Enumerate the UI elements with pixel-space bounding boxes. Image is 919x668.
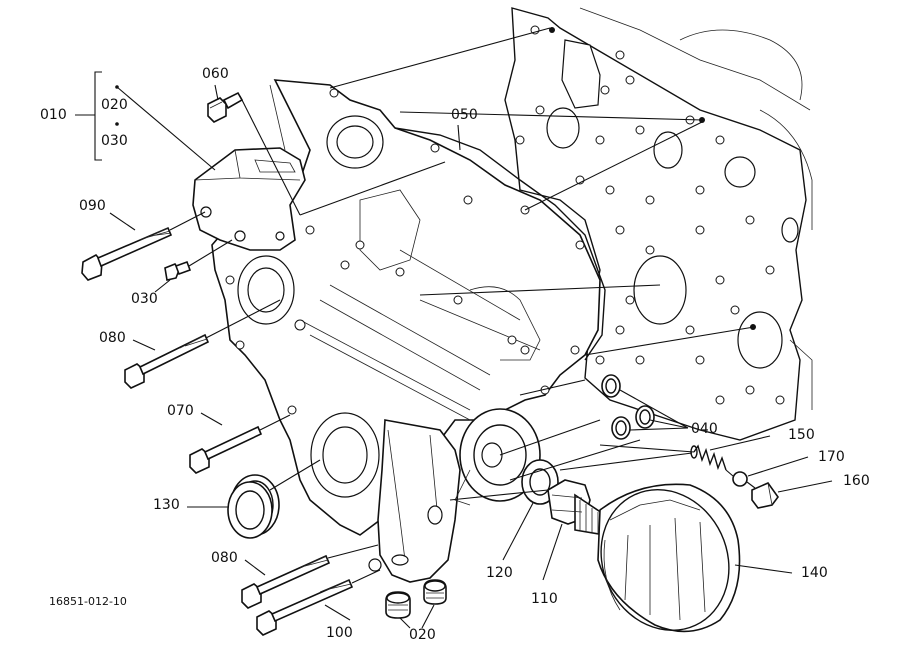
callout-070: 070 bbox=[167, 403, 194, 419]
callout-150: 150 bbox=[788, 427, 815, 443]
engine-block bbox=[504, 7, 813, 441]
callout-060: 060 bbox=[202, 66, 229, 82]
callout-080-upper: 080 bbox=[99, 330, 126, 346]
bolt-080-lower bbox=[241, 554, 331, 609]
bolt-090 bbox=[81, 226, 173, 281]
callout-030: 030 bbox=[131, 291, 158, 307]
callout-020-group: 020 bbox=[101, 97, 128, 113]
leader-lines bbox=[75, 27, 833, 629]
callout-010: 010 bbox=[40, 107, 67, 123]
callout-050: 050 bbox=[451, 107, 478, 123]
pin-030 bbox=[164, 260, 192, 281]
bolt-070 bbox=[189, 425, 263, 474]
thermostat-housing bbox=[192, 84, 306, 251]
callout-040: 040 bbox=[691, 421, 718, 437]
callout-130: 130 bbox=[153, 497, 180, 513]
o-rings-040 bbox=[601, 374, 655, 440]
oil-filter-140 bbox=[597, 483, 741, 633]
bolt-080-upper bbox=[124, 333, 210, 389]
callout-120: 120 bbox=[486, 565, 513, 581]
bolt-100 bbox=[256, 578, 354, 636]
oil-seal-130 bbox=[227, 474, 280, 539]
callout-160: 160 bbox=[843, 473, 870, 489]
callout-100: 100 bbox=[326, 625, 353, 641]
plugs-020 bbox=[385, 579, 447, 619]
reference-code: 16851-012-10 bbox=[49, 595, 127, 608]
bolt-060 bbox=[207, 91, 244, 123]
fitting-110 bbox=[547, 479, 606, 536]
gear-case bbox=[211, 79, 606, 583]
callout-030-group: 030 bbox=[101, 133, 128, 149]
callout-140: 140 bbox=[801, 565, 828, 581]
callout-110: 110 bbox=[531, 591, 558, 607]
callout-020: 020 bbox=[409, 627, 436, 643]
callout-090: 090 bbox=[79, 198, 106, 214]
callout-080-lower: 080 bbox=[211, 550, 238, 566]
relief-valve-parts bbox=[690, 444, 779, 509]
callout-170: 170 bbox=[818, 449, 845, 465]
